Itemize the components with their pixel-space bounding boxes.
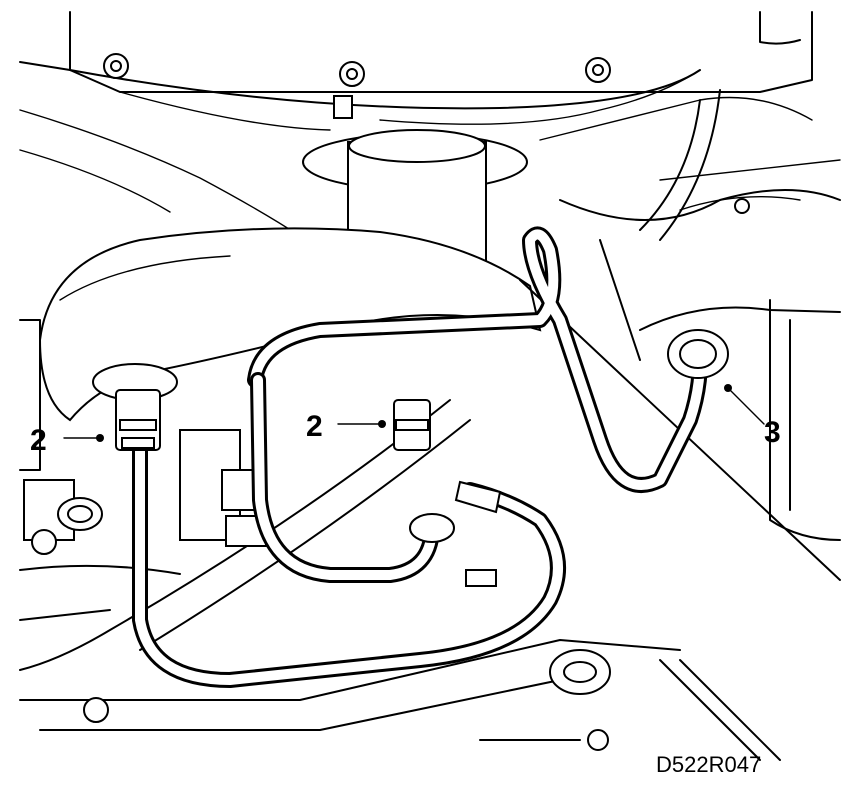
bolt-left — [103, 53, 129, 79]
coolant-hose-upper — [247, 226, 708, 493]
bolt-right — [585, 57, 611, 83]
callout-leaders — [63, 384, 765, 442]
figure-reference-code: D522R047 — [656, 752, 761, 777]
wire-clip — [333, 95, 353, 119]
coolant-hose-main — [132, 432, 566, 688]
strut-tower — [302, 129, 528, 263]
coolant-hose-middle — [250, 372, 440, 583]
bolt-center — [339, 61, 365, 87]
callout-label-center: 2 — [306, 410, 323, 443]
cowl-bolts — [103, 53, 611, 119]
hose-fittings — [115, 329, 729, 587]
engine-block-left — [19, 319, 267, 621]
cross-member — [19, 639, 781, 761]
callout-label-left: 2 — [30, 424, 47, 457]
wheel-house — [559, 89, 841, 541]
callout-label-right: 3 — [764, 416, 781, 449]
